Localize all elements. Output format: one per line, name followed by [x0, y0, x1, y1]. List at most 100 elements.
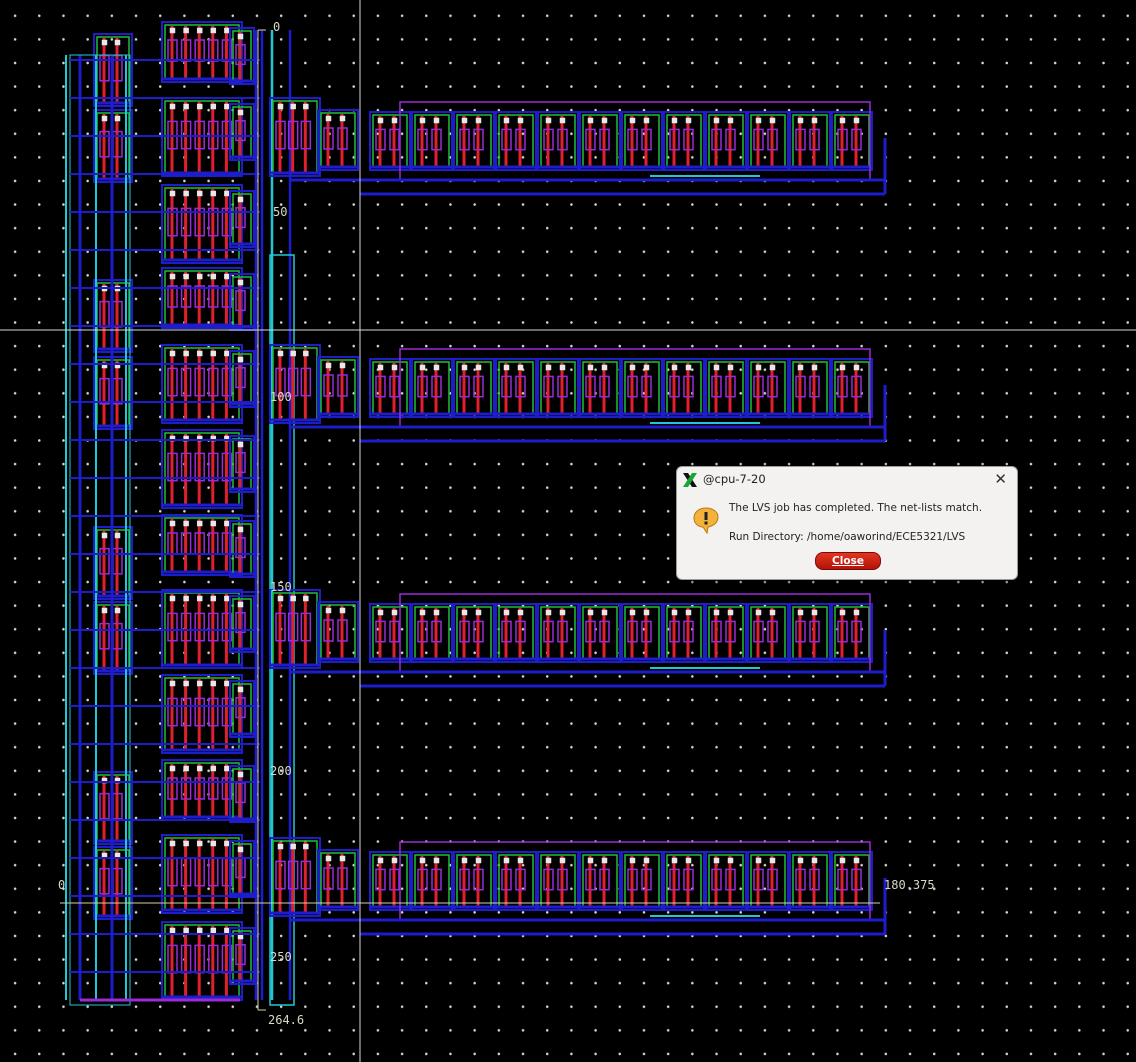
via	[114, 39, 121, 46]
via	[377, 857, 384, 864]
info-bulb-icon	[693, 507, 719, 535]
cell-boundary	[705, 358, 747, 418]
metal2-strap	[323, 619, 334, 642]
via	[797, 857, 804, 864]
via	[339, 362, 346, 369]
via	[224, 840, 230, 847]
metal2-strap	[99, 54, 110, 82]
metal2-strap	[167, 207, 178, 237]
cell-boundary	[161, 184, 243, 264]
via	[183, 350, 189, 357]
lvs-complete-dialog[interactable]: @cpu-7-20 ✕ The LVS job has completed. T…	[676, 466, 1018, 580]
metal2-strap	[323, 867, 334, 890]
via	[629, 364, 636, 371]
cell-boundary	[579, 851, 621, 911]
metal2-strap	[99, 792, 110, 820]
via	[475, 857, 482, 864]
metal2-strap	[837, 620, 848, 643]
via	[419, 117, 426, 124]
via	[290, 103, 296, 110]
metal2-strap	[795, 375, 806, 398]
via	[839, 117, 846, 124]
via	[559, 364, 566, 371]
via	[671, 857, 678, 864]
metal2-strap	[208, 612, 219, 642]
metal2-strap	[99, 867, 110, 895]
metal2-strap	[641, 375, 652, 398]
via	[277, 350, 284, 357]
ruler-label-200: 200	[270, 764, 292, 778]
via	[237, 526, 244, 533]
via	[101, 39, 108, 46]
cell-boundary	[453, 603, 495, 663]
via	[629, 609, 636, 616]
metal2-strap	[515, 375, 526, 398]
via	[169, 595, 176, 602]
via	[210, 103, 217, 110]
metal2-strap	[235, 944, 246, 966]
metal2-strap	[711, 868, 722, 891]
cell-boundary	[269, 97, 321, 177]
via	[169, 350, 176, 357]
via	[210, 840, 217, 847]
metal2-strap	[753, 620, 764, 643]
cell-boundary	[229, 27, 255, 85]
via	[685, 364, 692, 371]
metal2-strap	[287, 860, 299, 890]
via	[685, 857, 692, 864]
via	[183, 840, 189, 847]
via	[377, 364, 384, 371]
close-icon[interactable]: ✕	[994, 470, 1007, 488]
via	[183, 680, 189, 687]
close-button[interactable]: Close	[815, 552, 881, 570]
metal2-strap	[543, 868, 554, 891]
via	[797, 364, 804, 371]
via	[210, 350, 217, 357]
cell-boundary	[161, 674, 243, 754]
via	[224, 595, 230, 602]
via	[671, 117, 678, 124]
via	[391, 857, 398, 864]
metal2-strap	[417, 375, 428, 398]
metal2-strap	[300, 367, 312, 397]
metal2-strap	[431, 620, 442, 643]
metal2-strap	[557, 620, 568, 643]
metal2-strap	[641, 128, 652, 151]
metal2-strap	[711, 620, 722, 643]
metal2-strap	[275, 612, 286, 642]
cell-boundary	[229, 350, 255, 408]
cell-boundary	[317, 109, 359, 171]
cell-boundary	[369, 851, 411, 911]
metal2-strap	[431, 128, 442, 151]
metal2-strap	[683, 128, 694, 151]
metal2-strap	[837, 868, 848, 891]
metal2-strap	[725, 868, 736, 891]
via	[587, 117, 594, 124]
cell-boundary	[411, 851, 453, 911]
via	[559, 857, 566, 864]
metal2-strap	[194, 612, 205, 642]
metal2-strap	[767, 868, 778, 891]
cell-boundary	[747, 851, 789, 911]
via	[290, 843, 296, 850]
metal2-strap	[669, 868, 680, 891]
via	[517, 117, 524, 124]
via	[224, 103, 230, 110]
dialog-titlebar[interactable]: @cpu-7-20 ✕	[677, 467, 1017, 493]
metal2-strap	[809, 375, 820, 398]
cell-boundary	[317, 601, 359, 663]
via	[853, 857, 860, 864]
via	[517, 857, 524, 864]
metal2-strap	[683, 868, 694, 891]
via	[101, 532, 108, 539]
metal2-strap	[669, 620, 680, 643]
metal2-strap	[809, 620, 820, 643]
cell-boundary	[831, 358, 873, 418]
metal2-strap	[515, 620, 526, 643]
via	[545, 857, 552, 864]
via	[755, 609, 762, 616]
via	[339, 115, 346, 122]
metal2-strap	[599, 868, 610, 891]
x-logo-icon	[683, 473, 697, 487]
